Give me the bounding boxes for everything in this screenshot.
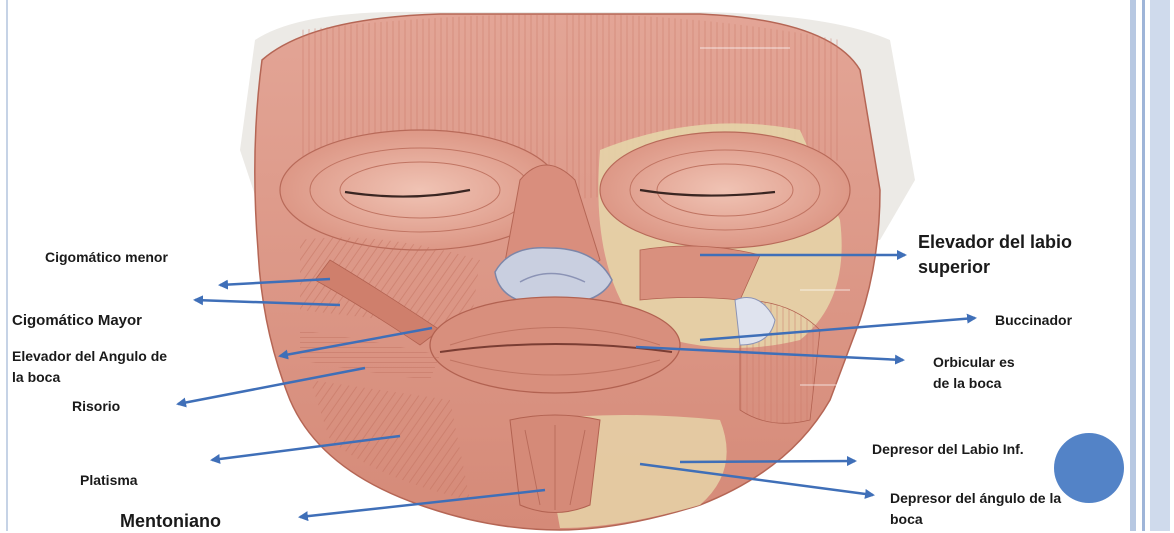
arrow-depresor-labio	[680, 461, 855, 462]
arrow-risorio	[178, 368, 365, 404]
arrow-elevador-angulo	[280, 328, 432, 356]
arrow-cigomatico-mayor	[195, 300, 340, 305]
label-buccinador: Buccinador	[995, 312, 1072, 330]
label-elevador-angulo-line2: la boca	[12, 369, 60, 387]
label-orbicular-line1: Orbicular es	[933, 354, 1015, 372]
arrow-mentoniano	[300, 490, 545, 517]
label-elevador-labio-line2: superior	[918, 256, 990, 279]
label-elevador-labio-line1: Elevador del labio	[918, 231, 1072, 254]
label-elevador-angulo-line1: Elevador del Angulo de	[12, 348, 167, 366]
label-depresor-labio-inf: Depresor del Labio Inf.	[872, 441, 1024, 459]
arrow-cigomatico-menor	[220, 279, 330, 285]
arrow-platisma	[212, 436, 400, 460]
label-cigomatico-mayor: Cigomático Mayor	[12, 312, 142, 331]
arrow-buccinador	[700, 318, 975, 340]
arrow-depresor-angulo	[640, 464, 873, 495]
label-platisma: Platisma	[80, 472, 138, 490]
decorative-circle	[1054, 433, 1124, 503]
arrow-orbicular	[636, 347, 903, 360]
label-depresor-angulo-line1: Depresor del ángulo de la	[890, 490, 1061, 508]
label-depresor-angulo-line2: boca	[890, 511, 923, 529]
label-cigomatico-menor: Cigomático menor	[45, 249, 168, 267]
label-orbicular-line2: de la boca	[933, 375, 1001, 393]
label-risorio: Risorio	[72, 398, 120, 416]
label-mentoniano: Mentoniano	[120, 510, 221, 533]
